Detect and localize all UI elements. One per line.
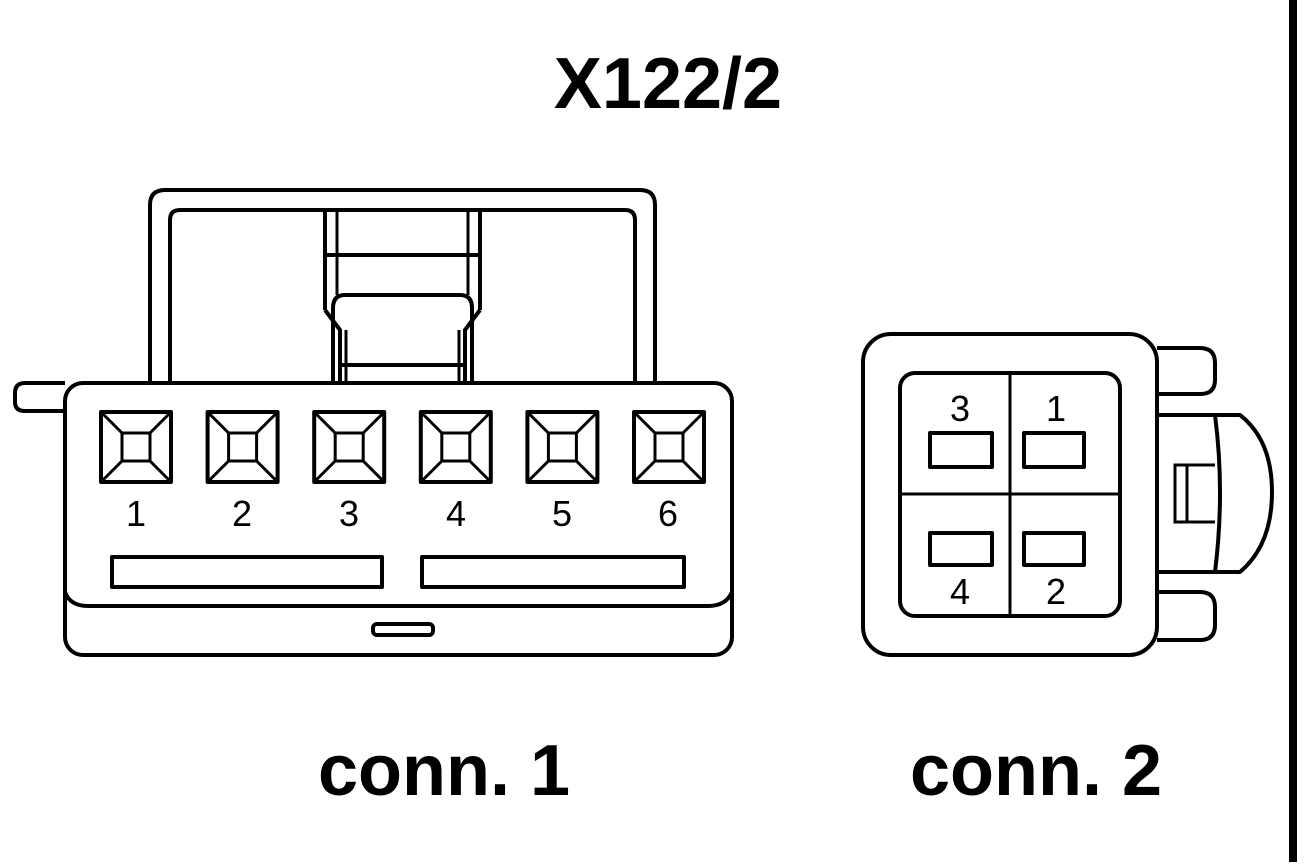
connector-1-latch: [148, 188, 657, 385]
connector-1-pin-label: 5: [552, 493, 572, 534]
connector-1-body: [63, 381, 734, 657]
connector-2-clip-window: [1173, 463, 1215, 524]
connector-2-pin-label: 1: [1046, 388, 1066, 429]
connector-2-pin-label: 4: [950, 571, 970, 612]
connector-1-pin-label: 2: [232, 493, 252, 534]
connector-1-pin-label: 3: [339, 493, 359, 534]
connector-1-rail-right: [420, 555, 686, 589]
connector-1-side-tab: [13, 381, 65, 413]
connector-1: 1 2 3 4 5 6 conn. 1: [13, 188, 734, 811]
connector-1-pin-cavity: [525, 410, 600, 484]
connector-1-pin-cavity: [99, 410, 173, 484]
connector-2-pin-contact: [928, 531, 994, 567]
diagram-title: X122/2: [554, 44, 782, 124]
connector-2-pin-label: 2: [1046, 571, 1066, 612]
connector-2-clip: [1157, 413, 1274, 574]
connector-1-pin-label: 4: [446, 493, 466, 534]
connector-2-pin-label: 3: [950, 388, 970, 429]
connector-2-upper-tab: [1157, 346, 1217, 396]
connector-1-pin-cavity: [418, 410, 493, 484]
connector-1-pin-cavity: [632, 410, 706, 484]
connector-1-body-lower: [63, 591, 734, 608]
connector-1-caption: conn. 1: [318, 731, 570, 811]
connector-1-pin-cavity: [205, 410, 280, 484]
connector-1-pin-labels: 1 2 3 4 5 6: [126, 493, 678, 534]
connector-2-pin-contact: [1022, 431, 1086, 469]
connector-1-rail-left: [110, 555, 384, 589]
connector-1-pin-label: 1: [126, 493, 146, 534]
connector-1-pin-label: 6: [658, 493, 678, 534]
connector-2-body: [861, 332, 1159, 657]
connector-1-slot: [371, 622, 435, 637]
connector-1-pin-cavity: [312, 410, 387, 484]
connector-2-caption: conn. 2: [910, 731, 1162, 811]
connector-2: 3 1 4 2 conn. 2: [861, 332, 1274, 811]
connector-2-pin-contact: [928, 431, 994, 469]
connector-2-lower-tab: [1157, 590, 1217, 642]
connector-1-pins: [99, 410, 706, 484]
connector-2-pin-contact: [1022, 531, 1086, 567]
